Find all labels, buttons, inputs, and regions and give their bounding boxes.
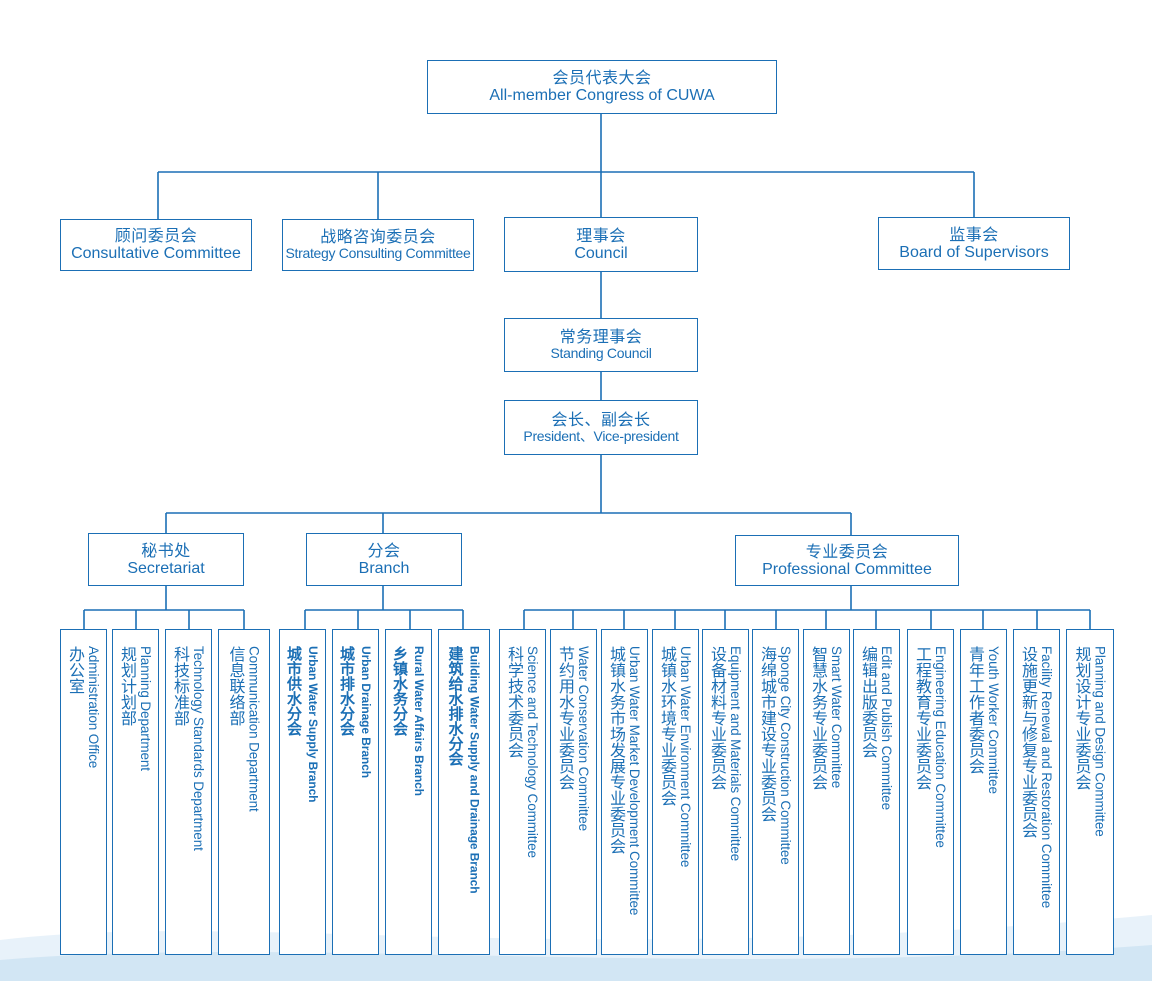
- committee-unit: 工程教育专业委员会 Engineering Education Committe…: [907, 629, 954, 955]
- unit-name-zh: 规划计划部: [118, 646, 137, 726]
- secretariat-unit: 信息联络部 Communication Department: [218, 629, 270, 955]
- secretariat-unit: 规划计划部 Planning Department: [112, 629, 159, 955]
- node-title-zh: 会长、副会长: [551, 409, 651, 429]
- unit-name-en: Water Conservation Committee: [576, 646, 591, 832]
- node-title-en: Consultative Committee: [71, 245, 241, 262]
- unit-name-en: Facility Renewal and Restoration Committ…: [1039, 646, 1054, 909]
- committee-unit: 海绵城市建设专业委员会 Sponge City Construction Com…: [752, 629, 799, 955]
- unit-name-en: Planning Department: [138, 646, 153, 771]
- unit-name-zh: 乡镇水务分会: [391, 646, 409, 736]
- node-title-zh: 分会: [367, 540, 401, 560]
- node-title-zh: 监事会: [949, 224, 999, 244]
- committee-unit: 科学技术委员会 Science and Technology Committee: [499, 629, 546, 955]
- branch-unit: 建筑给水排水分会 Building Water Supply and Drain…: [438, 629, 490, 955]
- node-title-zh: 战略咨询委员会: [320, 227, 436, 247]
- board-of-supervisors-node: 监事会 Board of Supervisors: [878, 217, 1070, 270]
- secretariat-unit: 科技标准部 Technology Standards Department: [165, 629, 212, 955]
- unit-name-en: Engineering Education Committee: [933, 646, 948, 848]
- unit-name-zh: 设施更新与修复专业委员会: [1019, 646, 1038, 838]
- node-title-en: Standing Council: [550, 345, 652, 362]
- committee-unit: 设施更新与修复专业委员会 Facility Renewal and Restor…: [1013, 629, 1060, 955]
- unit-name-zh: 城镇水环境专业委员会: [658, 646, 677, 806]
- unit-name-zh: 设备材料专业委员会: [708, 646, 727, 790]
- unit-name-zh: 城镇水务市场发展专业委员会: [607, 646, 626, 854]
- unit-name-zh: 海绵城市建设专业委员会: [758, 646, 777, 822]
- professional-committee-node: 专业委员会 Professional Committee: [735, 535, 959, 586]
- unit-name-zh: 青年工作者委员会: [966, 646, 985, 774]
- node-title-en: Branch: [358, 559, 410, 577]
- unit-name-en: Science and Technology Committee: [525, 646, 540, 858]
- node-title-zh: 常务理事会: [559, 327, 643, 347]
- node-title-en: All-member Congress of CUWA: [489, 87, 715, 104]
- unit-name-zh: 办公室: [66, 646, 85, 694]
- unit-name-zh: 城市供水分会: [285, 646, 303, 736]
- node-title-zh: 顾问委员会: [114, 226, 198, 246]
- unit-name-en: Urban Drainage Branch: [359, 646, 373, 778]
- unit-name-en: Urban Water Market Development Committee: [627, 646, 642, 916]
- node-title-en: Professional Committee: [762, 560, 932, 578]
- council-node: 理事会 Council: [504, 217, 698, 272]
- unit-name-en: Communication Department: [246, 646, 262, 812]
- unit-name-zh: 编辑出版委员会: [859, 646, 878, 758]
- president-node: 会长、副会长 President、Vice-president: [504, 400, 698, 455]
- unit-name-en: Urban Water Supply Branch: [306, 646, 320, 803]
- unit-name-en: Smart Water Committee: [829, 646, 844, 789]
- branch-unit: 乡镇水务分会 Rural Water Affairs Branch: [385, 629, 432, 955]
- node-title-en: Secretariat: [127, 559, 205, 577]
- unit-name-en: Technology Standards Department: [191, 646, 206, 851]
- committee-unit: 智慧水务专业委员会 Smart Water Committee: [803, 629, 850, 955]
- node-title-zh: 会员代表大会: [552, 68, 652, 88]
- unit-name-zh: 科学技术委员会: [505, 646, 524, 758]
- node-title-zh: 秘书处: [141, 540, 191, 560]
- standing-council-node: 常务理事会 Standing Council: [504, 318, 698, 372]
- branch-unit: 城市供水分会 Urban Water Supply Branch: [279, 629, 326, 955]
- unit-name-en: Sponge City Construction Committee: [778, 646, 793, 865]
- node-title-en: President、Vice-president: [523, 427, 679, 444]
- node-title-en: Board of Supervisors: [899, 243, 1049, 261]
- committee-unit: 规划设计专业委员会 Planning and Design Committee: [1066, 629, 1114, 955]
- unit-name-zh: 节约用水专业委员会: [556, 646, 575, 790]
- unit-name-zh: 规划设计专业委员会: [1072, 646, 1092, 790]
- committee-unit: 节约用水专业委员会 Water Conservation Committee: [550, 629, 597, 955]
- all-member-congress-node: 会员代表大会 All-member Congress of CUWA: [427, 60, 777, 114]
- unit-name-en: Urban Water Environment Committee: [678, 646, 693, 868]
- committee-unit: 城镇水务市场发展专业委员会 Urban Water Market Develop…: [601, 629, 648, 955]
- unit-name-en: Building Water Supply and Drainage Branc…: [467, 646, 482, 894]
- branch-unit: 城市排水分会 Urban Drainage Branch: [332, 629, 379, 955]
- node-title-en: Strategy Consulting Committee: [285, 245, 471, 262]
- consultative-committee-node: 顾问委员会 Consultative Committee: [60, 219, 252, 271]
- committee-unit: 编辑出版委员会 Edit and Publish Committee: [853, 629, 900, 955]
- unit-name-zh: 城市排水分会: [338, 646, 356, 736]
- unit-name-en: Rural Water Affairs Branch: [412, 646, 426, 796]
- unit-name-zh: 智慧水务专业委员会: [809, 646, 828, 790]
- node-title-zh: 专业委员会: [805, 541, 889, 561]
- unit-name-zh: 信息联络部: [226, 646, 246, 726]
- node-title-zh: 理事会: [576, 225, 626, 245]
- unit-name-en: Administration Office: [86, 646, 101, 769]
- unit-name-zh: 工程教育专业委员会: [913, 646, 932, 790]
- unit-name-en: Edit and Publish Committee: [879, 646, 894, 810]
- committee-unit: 城镇水环境专业委员会 Urban Water Environment Commi…: [652, 629, 699, 955]
- committee-unit: 设备材料专业委员会 Equipment and Materials Commit…: [702, 629, 749, 955]
- unit-name-zh: 科技标准部: [171, 646, 190, 726]
- committee-unit: 青年工作者委员会 Youth Worker Committee: [960, 629, 1007, 955]
- strategy-consulting-committee-node: 战略咨询委员会 Strategy Consulting Committee: [282, 219, 474, 271]
- unit-name-en: Youth Worker Committee: [986, 646, 1001, 794]
- branch-node: 分会 Branch: [306, 533, 462, 586]
- secretariat-unit: 办公室 Administration Office: [60, 629, 107, 955]
- secretariat-node: 秘书处 Secretariat: [88, 533, 244, 586]
- unit-name-zh: 建筑给水排水分会: [446, 646, 465, 766]
- unit-name-en: Equipment and Materials Committee: [728, 646, 743, 862]
- unit-name-en: Planning and Design Committee: [1092, 646, 1108, 837]
- node-title-en: Council: [574, 244, 628, 262]
